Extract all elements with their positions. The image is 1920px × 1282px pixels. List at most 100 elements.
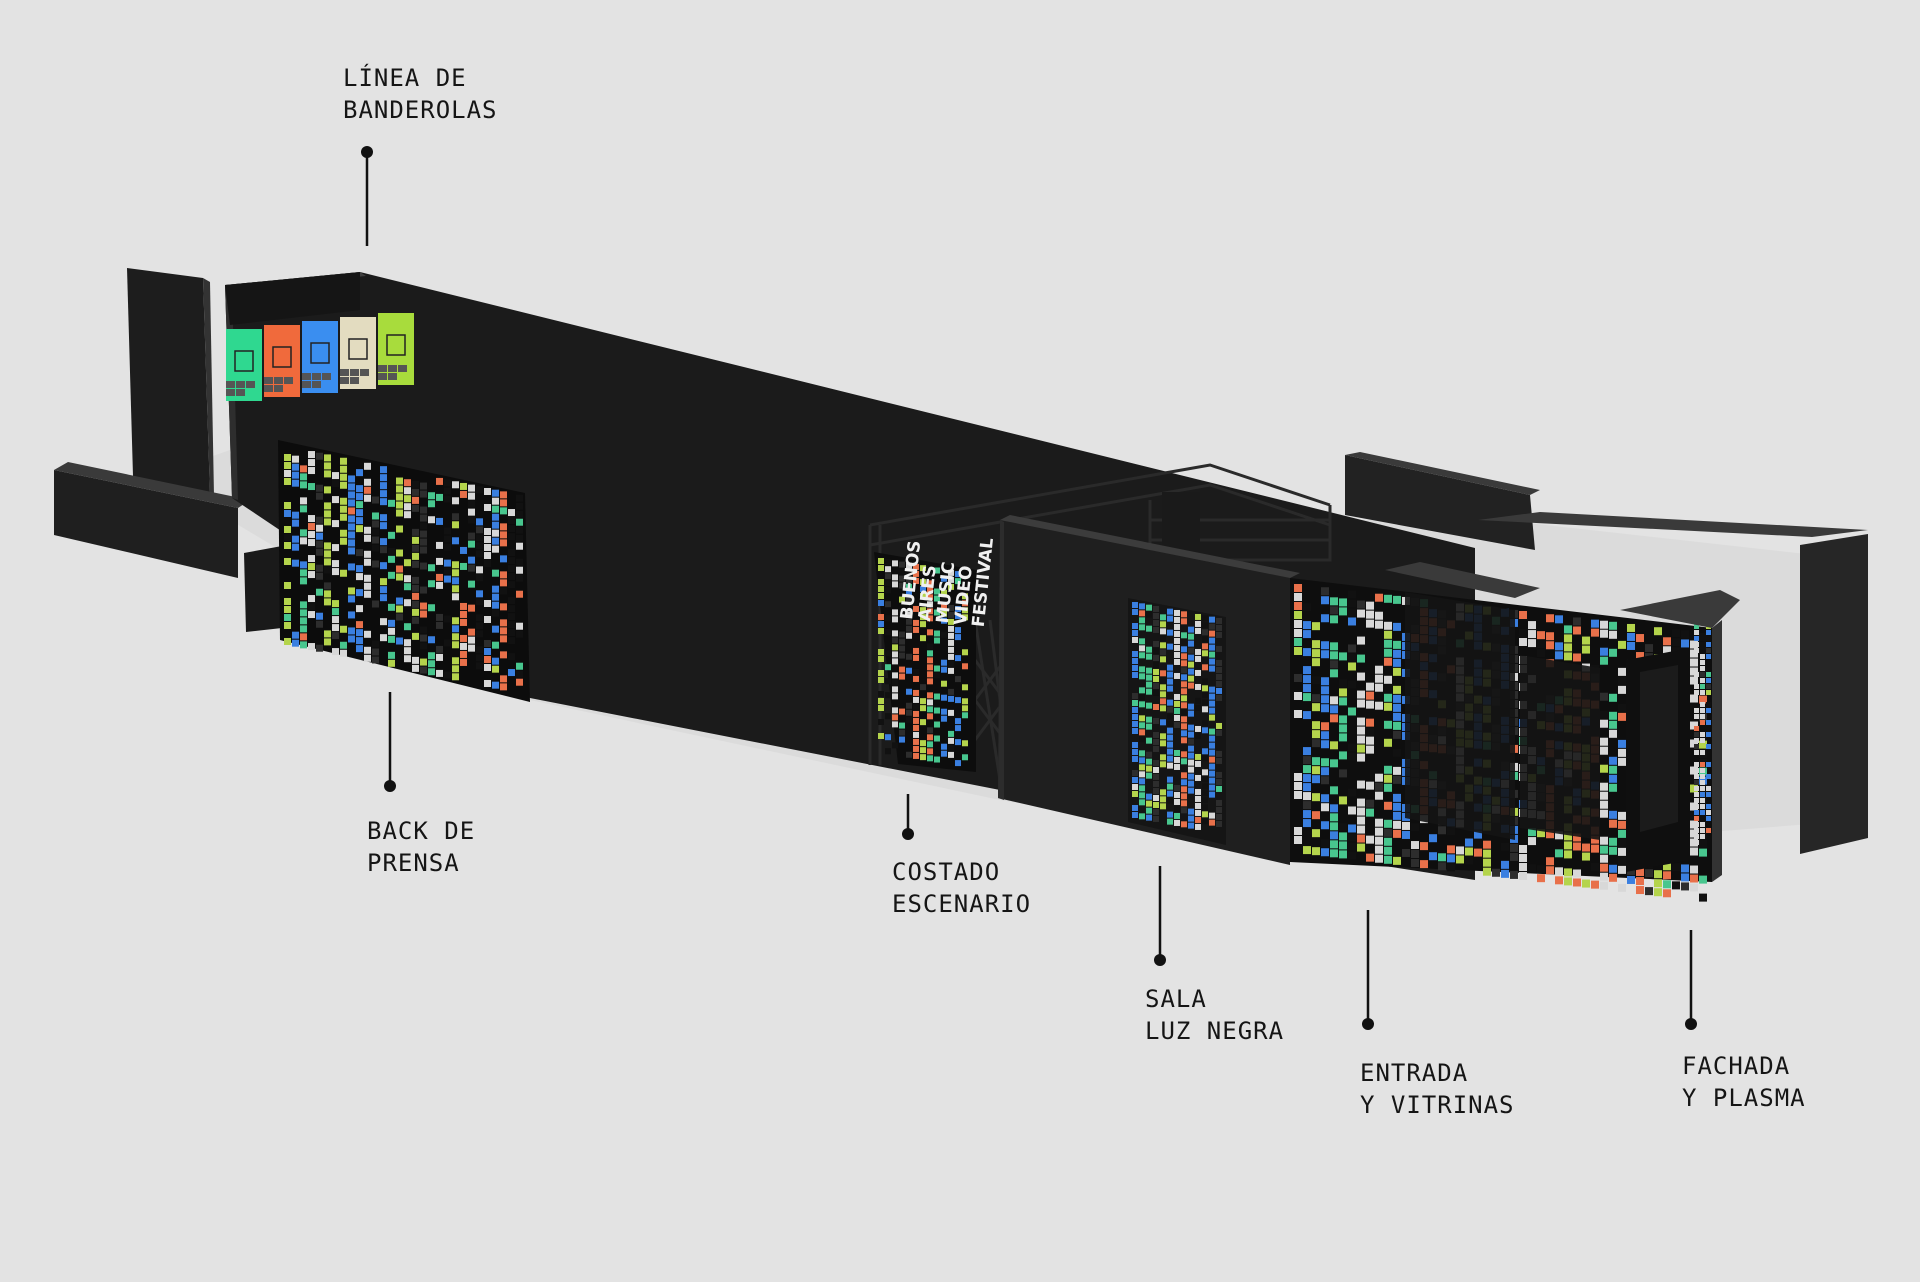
pattern-pixel bbox=[516, 510, 523, 518]
pattern-pixel bbox=[364, 590, 371, 598]
pattern-pixel bbox=[1600, 881, 1608, 890]
pattern-pixel bbox=[1330, 804, 1338, 813]
pattern-pixel bbox=[941, 610, 947, 617]
pattern-pixel bbox=[1564, 877, 1572, 886]
pattern-pixel bbox=[927, 629, 933, 636]
pattern-pixel bbox=[1181, 723, 1187, 730]
pattern-pixel bbox=[1160, 621, 1166, 628]
pattern-pixel bbox=[1181, 807, 1187, 814]
pattern-pixel bbox=[316, 644, 323, 652]
pattern-pixel bbox=[1663, 889, 1671, 898]
pattern-pixel bbox=[1132, 637, 1138, 643]
pattern-pixel bbox=[1321, 794, 1329, 803]
pattern-pixel bbox=[913, 752, 919, 759]
pattern-pixel bbox=[516, 502, 523, 510]
pattern-pixel bbox=[1700, 786, 1705, 791]
pattern-pixel bbox=[1600, 845, 1608, 854]
pattern-pixel bbox=[1139, 729, 1145, 736]
pattern-pixel bbox=[1555, 876, 1563, 885]
pattern-pixel bbox=[1188, 773, 1194, 780]
pattern-pixel bbox=[1474, 848, 1482, 857]
pattern-pixel bbox=[1132, 707, 1138, 713]
pattern-pixel bbox=[412, 480, 419, 488]
pattern-pixel bbox=[340, 649, 347, 657]
pattern-pixel bbox=[1366, 601, 1374, 610]
pattern-pixel bbox=[1312, 721, 1320, 730]
pattern-pixel bbox=[955, 739, 961, 746]
pattern-pixel bbox=[885, 580, 891, 587]
pattern-pixel bbox=[1160, 642, 1166, 649]
pattern-pixel bbox=[1160, 796, 1166, 803]
pattern-pixel bbox=[1294, 629, 1302, 637]
pattern-pixel bbox=[1618, 838, 1626, 847]
pattern-pixel bbox=[927, 664, 933, 671]
callout-text: ESCENARIO bbox=[892, 890, 1032, 918]
pattern-pixel bbox=[927, 734, 933, 741]
pattern-pixel bbox=[324, 638, 331, 646]
pattern-pixel bbox=[420, 546, 427, 554]
pattern-pixel bbox=[1216, 680, 1222, 687]
pattern-pixel bbox=[388, 547, 395, 555]
pattern-pixel bbox=[428, 516, 435, 524]
pattern-pixel bbox=[1181, 702, 1187, 709]
pattern-pixel bbox=[1339, 850, 1347, 859]
pattern-pixel bbox=[1167, 615, 1173, 622]
pattern-pixel bbox=[1564, 841, 1572, 850]
pattern-pixel bbox=[508, 533, 515, 541]
pattern-pixel bbox=[899, 631, 905, 638]
pattern-pixel bbox=[1188, 724, 1194, 731]
pattern-pixel bbox=[1321, 758, 1329, 767]
pattern-pixel bbox=[1174, 644, 1180, 651]
pattern-pixel bbox=[955, 634, 961, 641]
pattern-pixel bbox=[878, 593, 884, 599]
pattern-pixel bbox=[460, 642, 467, 650]
pattern-pixel bbox=[962, 663, 968, 670]
pattern-pixel bbox=[955, 606, 961, 613]
pattern-pixel bbox=[1429, 834, 1437, 843]
pattern-pixel bbox=[1573, 617, 1581, 626]
pattern-pixel bbox=[372, 560, 379, 568]
pattern-pixel bbox=[885, 734, 891, 741]
pattern-pixel bbox=[1700, 684, 1705, 689]
pattern-pixel bbox=[1188, 752, 1194, 759]
pattern-pixel bbox=[404, 647, 411, 655]
pattern-pixel bbox=[468, 564, 475, 572]
pattern-pixel bbox=[372, 520, 379, 528]
pattern-pixel bbox=[1188, 647, 1194, 654]
pattern-pixel bbox=[332, 568, 339, 576]
pattern-pixel bbox=[1528, 837, 1536, 846]
pattern-pixel bbox=[428, 500, 435, 508]
pattern-pixel bbox=[1706, 810, 1711, 815]
pattern-pixel bbox=[1160, 719, 1166, 726]
pattern-pixel bbox=[1384, 693, 1392, 702]
pattern-pixel bbox=[1153, 626, 1159, 633]
pattern-pixel bbox=[348, 523, 355, 531]
pattern-pixel bbox=[1348, 806, 1356, 815]
pattern-pixel bbox=[1357, 600, 1365, 609]
pattern-pixel bbox=[1555, 642, 1563, 651]
pattern-pixel bbox=[516, 526, 523, 534]
pattern-pixel bbox=[484, 488, 491, 495]
pattern-pixel bbox=[1294, 611, 1302, 619]
pattern-pixel bbox=[1202, 685, 1208, 692]
pattern-pixel bbox=[300, 601, 307, 609]
pattern-pixel bbox=[452, 633, 459, 641]
pattern-pixel bbox=[292, 511, 299, 519]
pattern-pixel bbox=[1564, 634, 1572, 643]
pattern-pixel bbox=[920, 705, 926, 712]
pattern-pixel bbox=[1618, 748, 1626, 757]
pattern-pixel bbox=[1294, 791, 1302, 799]
pattern-pixel bbox=[1160, 754, 1166, 761]
pattern-pixel bbox=[1139, 750, 1145, 757]
pattern-pixel bbox=[1216, 722, 1222, 729]
pattern-pixel bbox=[1312, 649, 1320, 658]
pattern-pixel bbox=[436, 613, 443, 621]
pattern-pixel bbox=[300, 497, 307, 505]
pattern-pixel bbox=[1209, 791, 1215, 798]
pattern-pixel bbox=[892, 686, 898, 693]
pattern-pixel bbox=[1411, 823, 1419, 832]
pattern-pixel bbox=[1132, 630, 1138, 636]
pattern-pixel bbox=[460, 618, 467, 626]
pattern-pixel bbox=[1609, 729, 1617, 738]
